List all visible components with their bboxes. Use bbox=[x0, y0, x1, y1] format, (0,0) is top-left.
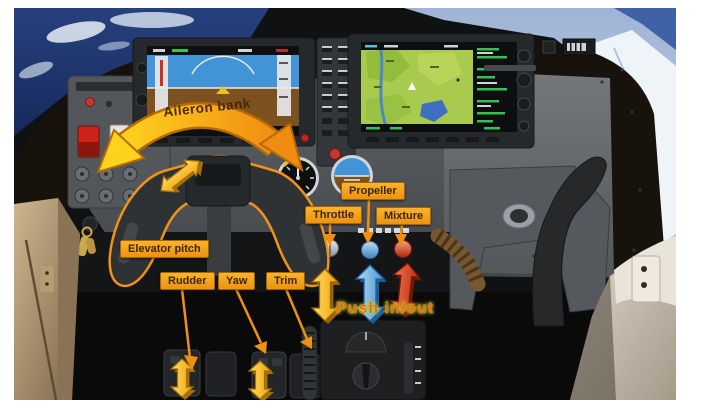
glareshield bbox=[14, 40, 666, 280]
label-elevator-pitch: Elevator pitch bbox=[120, 240, 209, 258]
label-yaw: Yaw bbox=[218, 272, 256, 290]
mfd-display bbox=[347, 33, 535, 149]
yaw-motion-arrow-icon bbox=[247, 360, 274, 400]
rudder-motion-arrow-icon bbox=[169, 358, 196, 400]
heater-hose bbox=[430, 228, 486, 292]
propeller-motion-arrow-icon bbox=[354, 264, 387, 324]
label-rudder: Rudder bbox=[160, 272, 215, 290]
label-trim: Trim bbox=[266, 272, 306, 290]
label-leader-arrows bbox=[180, 197, 407, 370]
elevator-motion-arrow-icon bbox=[160, 159, 204, 193]
ignition-key bbox=[77, 216, 98, 257]
label-propeller: Propeller bbox=[341, 182, 405, 200]
center-pedestal bbox=[301, 319, 427, 400]
aileron-bank-curved-arrow-icon bbox=[96, 102, 304, 174]
mixture-motion-arrow-icon bbox=[389, 262, 422, 319]
audio-panel-red-knob bbox=[329, 148, 341, 160]
propeller-knob bbox=[360, 241, 380, 265]
hour-meter bbox=[542, 38, 596, 56]
panel-placard bbox=[484, 65, 536, 71]
label-push-in-out: Push in/out bbox=[336, 300, 435, 317]
right-cabin-trim bbox=[570, 234, 676, 400]
cockpit-photo: Aileron bank Elevator pitch Rudder Yaw T… bbox=[14, 8, 676, 400]
copilot-yoke bbox=[449, 156, 611, 327]
throttle-motion-arrow-icon bbox=[310, 268, 341, 324]
left-cabin-trim bbox=[14, 198, 80, 400]
audio-panel bbox=[316, 37, 356, 167]
label-throttle: Throttle bbox=[305, 206, 362, 224]
mixture-knob bbox=[393, 240, 413, 264]
label-mixture: Mixture bbox=[376, 207, 432, 225]
annotation-arrows bbox=[96, 102, 422, 400]
